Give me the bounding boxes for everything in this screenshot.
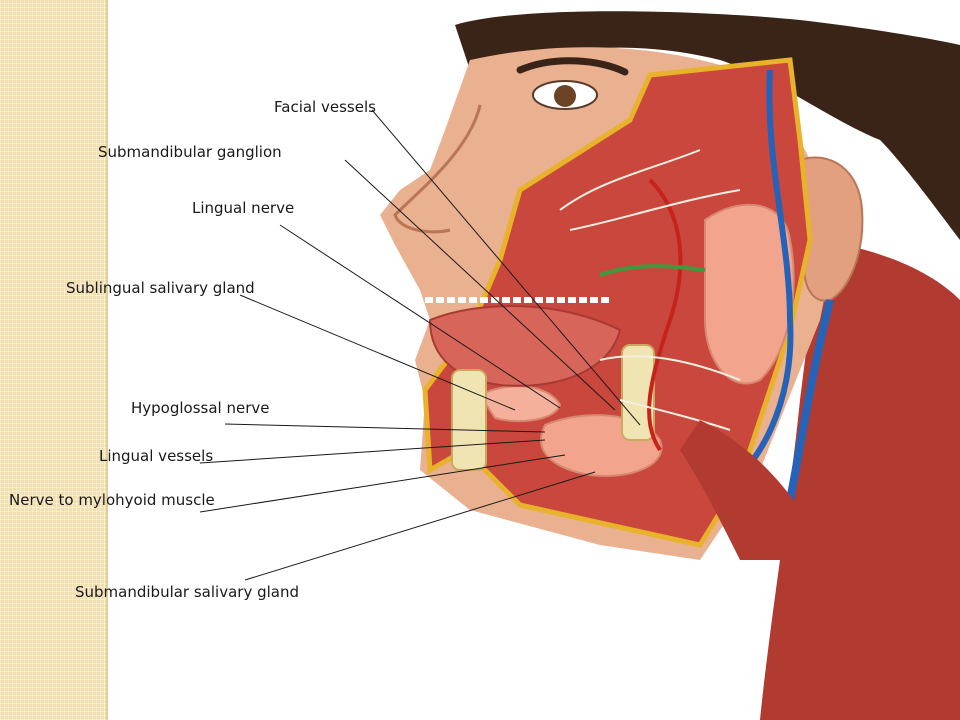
decorative-side-strip bbox=[0, 0, 108, 720]
label-submandibular-ganglion: Submandibular ganglion bbox=[98, 143, 282, 161]
label-nerve-mylohyoid: Nerve to mylohyoid muscle bbox=[9, 491, 215, 509]
label-hypoglossal-nerve: Hypoglossal nerve bbox=[131, 399, 270, 417]
label-submandibular-gland: Submandibular salivary gland bbox=[75, 583, 300, 601]
eyebrow bbox=[516, 57, 629, 76]
label-sublingual-gland: Sublingual salivary gland bbox=[66, 279, 255, 297]
label-lingual-nerve: Lingual nerve bbox=[192, 199, 295, 217]
mandible-cut-front bbox=[451, 369, 487, 471]
facial-artery bbox=[647, 178, 683, 452]
label-facial-vessels: Facial vessels bbox=[274, 98, 376, 116]
neck-posterior bbox=[760, 240, 960, 720]
hair bbox=[455, 11, 960, 240]
external-jugular-vein bbox=[786, 299, 834, 501]
iris bbox=[554, 85, 576, 107]
label-lingual-vessels: Lingual vessels bbox=[99, 447, 214, 465]
neck-muscles bbox=[680, 420, 830, 560]
